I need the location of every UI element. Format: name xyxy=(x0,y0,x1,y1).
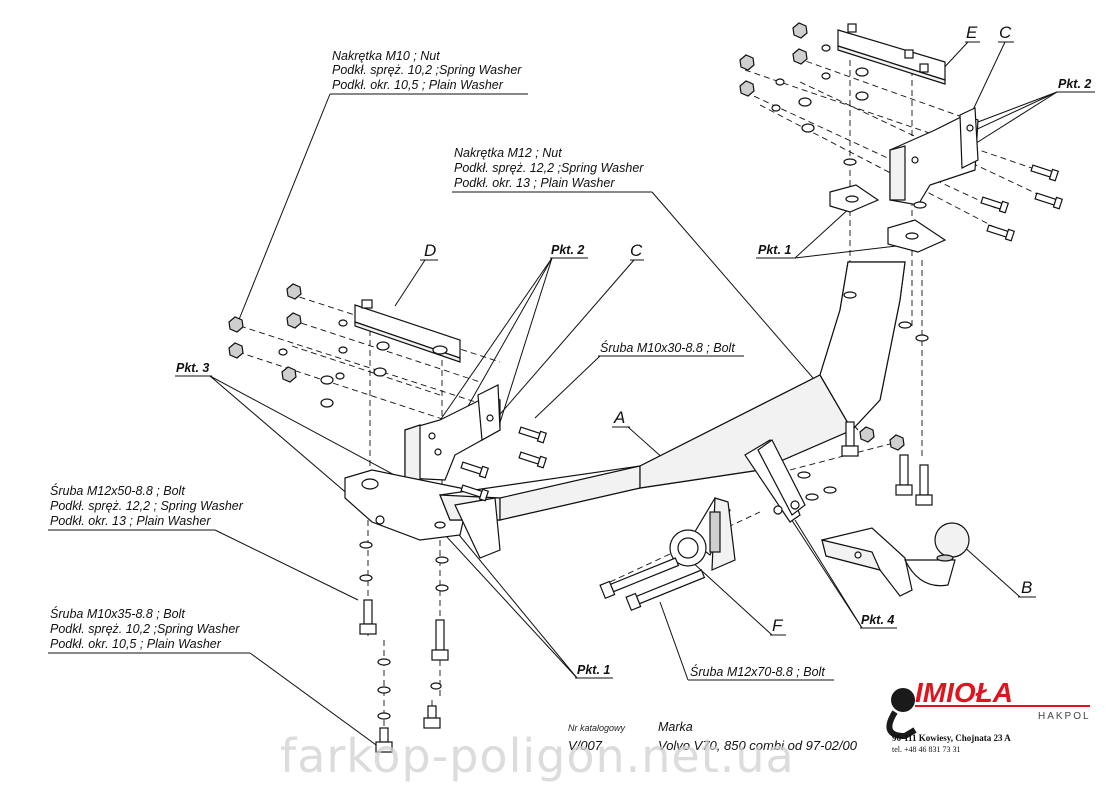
point-pkt1-bottom: Pkt. 1 xyxy=(577,663,610,677)
nuts-washers xyxy=(228,22,929,720)
bolts xyxy=(359,164,1064,753)
label-line: Podkł. okr. 10,5 ; Plain Washer xyxy=(50,637,222,651)
brand-address: 96-111 Kowiesy, Chojnata 23 A xyxy=(892,733,1011,743)
label-nut-m10: Nakrętka M10 ; Nut Podkł. spręż. 10,2 ;S… xyxy=(332,49,522,92)
label-line: Nakrętka M10 ; Nut xyxy=(332,49,440,63)
label-line: Podkł. spręż. 10,2 ;Spring Washer xyxy=(50,622,240,636)
part-letter-e: E xyxy=(966,23,978,42)
point-pkt2-left: Pkt. 2 xyxy=(551,243,584,257)
label-line: Podkł. spręż. 10,2 ;Spring Washer xyxy=(332,63,522,77)
hook-icon xyxy=(891,688,915,712)
catalog-make-value: Volvo V70, 850 combi od 97-02/00 xyxy=(658,738,858,753)
label-bolt-m12x70: Śruba M12x70-8.8 ; Bolt xyxy=(690,664,825,679)
brand-name: IMIOŁA xyxy=(915,677,1013,708)
label-line: Śruba M12x50-8.8 ; Bolt xyxy=(50,483,185,498)
plates-right xyxy=(829,184,947,253)
label-bolt-m10x35: Śruba M10x35-8.8 ; Bolt Podkł. spręż. 10… xyxy=(50,606,240,651)
side-bracket-right xyxy=(889,107,979,206)
brand-sub: HAKPOL xyxy=(1038,711,1091,722)
label-line: Podkł. okr. 10,5 ; Plain Washer xyxy=(332,78,504,92)
part-letter-c-left: C xyxy=(630,241,643,260)
point-pkt3: Pkt. 3 xyxy=(176,361,209,375)
bracket-e xyxy=(837,23,946,85)
point-pkt4: Pkt. 4 xyxy=(861,613,894,627)
label-line: Podkł. spręż. 12,2 ;Spring Washer xyxy=(454,161,644,175)
part-letter-f: F xyxy=(772,616,784,635)
label-bolt-m12x50: Śruba M12x50-8.8 ; Bolt Podkł. spręż. 12… xyxy=(50,483,244,528)
ball-bracket xyxy=(744,439,806,523)
brand-tel: tel. +48 46 831 73 31 xyxy=(892,745,961,754)
label-nut-m12: Nakrętka M12 ; Nut Podkł. spręż. 12,2 ;S… xyxy=(454,146,644,190)
side-bracket-left xyxy=(404,384,501,481)
point-pkt2-right: Pkt. 2 xyxy=(1058,77,1091,91)
point-pkt1-top: Pkt. 1 xyxy=(758,243,791,257)
label-line: Nakrętka M12 ; Nut xyxy=(454,146,562,160)
catalog-make-label: Marka xyxy=(658,720,693,734)
brand-logo: IMIOŁA HAKPOL xyxy=(886,677,1091,740)
plate-left xyxy=(344,469,471,541)
part-letter-d: D xyxy=(424,241,436,260)
main-crossbar xyxy=(439,261,906,559)
bracket-d xyxy=(354,299,461,363)
watermark: farkop-poligon.net.ua xyxy=(280,729,795,783)
part-letter-b: B xyxy=(1021,578,1032,597)
part-letter-a: A xyxy=(613,408,625,427)
label-line: Śruba M10x35-8.8 ; Bolt xyxy=(50,606,185,621)
label-line: Podkł. okr. 13 ; Plain Washer xyxy=(454,176,615,190)
catalog-number-label: Nr katalogowy xyxy=(568,723,626,733)
label-bolt-m10x30: Śruba M10x30-8.8 ; Bolt xyxy=(600,340,735,355)
catalog-number-value: V/007 xyxy=(568,738,603,753)
label-line: Podkł. spręż. 12,2 ; Spring Washer xyxy=(50,499,244,513)
part-letter-c-right: C xyxy=(999,23,1012,42)
label-line: Podkł. okr. 13 ; Plain Washer xyxy=(50,514,211,528)
tow-ball-b xyxy=(821,522,970,597)
socket-plate-f xyxy=(669,497,736,571)
